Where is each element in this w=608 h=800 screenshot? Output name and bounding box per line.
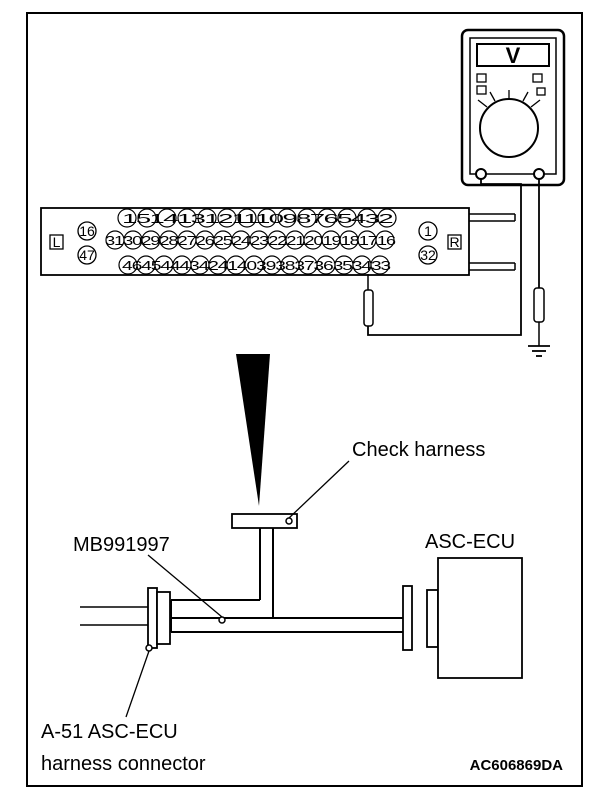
- meter-display: [476, 43, 550, 67]
- pin-row-middle: 31302928272625242322212019181716: [105, 230, 397, 250]
- check-harness-plate: [231, 513, 298, 529]
- pin-row-bottom-numbers: 4645444342414039383736353433: [122, 258, 391, 273]
- label-check-harness: Check harness: [352, 439, 485, 461]
- right-tag: R: [449, 234, 459, 250]
- pin-row-bottom: 4645444342414039383736353433: [118, 255, 392, 275]
- ecu-connector-face: L R 16 47 1 32 1514131211109876543: [40, 207, 516, 276]
- pin-row-middle-numbers: 31302928272625242322212019181716: [105, 233, 396, 248]
- harness-connector-plate-inner: [156, 591, 171, 645]
- pin-row-top-numbers: 15141312111098765432: [122, 211, 393, 226]
- ground-symbol: [528, 345, 550, 357]
- pin-16: 16: [79, 223, 95, 239]
- leader-check-harness: [288, 460, 350, 519]
- label-asc-ecu: ASC-ECU: [425, 531, 515, 553]
- voltmeter: V: [460, 28, 566, 187]
- pin-47: 47: [79, 247, 95, 263]
- label-harness-line1: A-51 ASC-ECU: [41, 721, 178, 743]
- meter-unit-text: V: [506, 43, 521, 68]
- pin-1: 1: [424, 223, 432, 239]
- leader-harness-connector: [125, 650, 150, 718]
- figure-code: AC606869DA: [470, 757, 564, 774]
- ecu-side-connector: [402, 585, 413, 651]
- meter-terminal-left: [475, 168, 487, 180]
- pin-32: 32: [420, 247, 436, 263]
- probe-leads: [363, 179, 550, 357]
- pointer-arrow: [236, 354, 270, 506]
- pin-row-top: 15141312111098765432: [117, 208, 397, 228]
- harness-connector-plate-outer: [147, 587, 158, 649]
- check-harness-assembly: [80, 513, 523, 679]
- label-harness-line2: harness connector: [41, 753, 206, 775]
- meter-terminal-right: [533, 168, 545, 180]
- label-mb991997: MB991997: [73, 534, 170, 556]
- leader-mb991997: [147, 554, 223, 618]
- meter-dial: [479, 98, 539, 158]
- figure-frame: [26, 12, 583, 787]
- probe-positive: [363, 289, 374, 327]
- right-tag-box: [447, 234, 462, 250]
- left-tag-box: [49, 234, 64, 250]
- probe-negative: [533, 287, 545, 323]
- asc-ecu-box: [437, 557, 523, 679]
- left-tag: L: [53, 234, 61, 250]
